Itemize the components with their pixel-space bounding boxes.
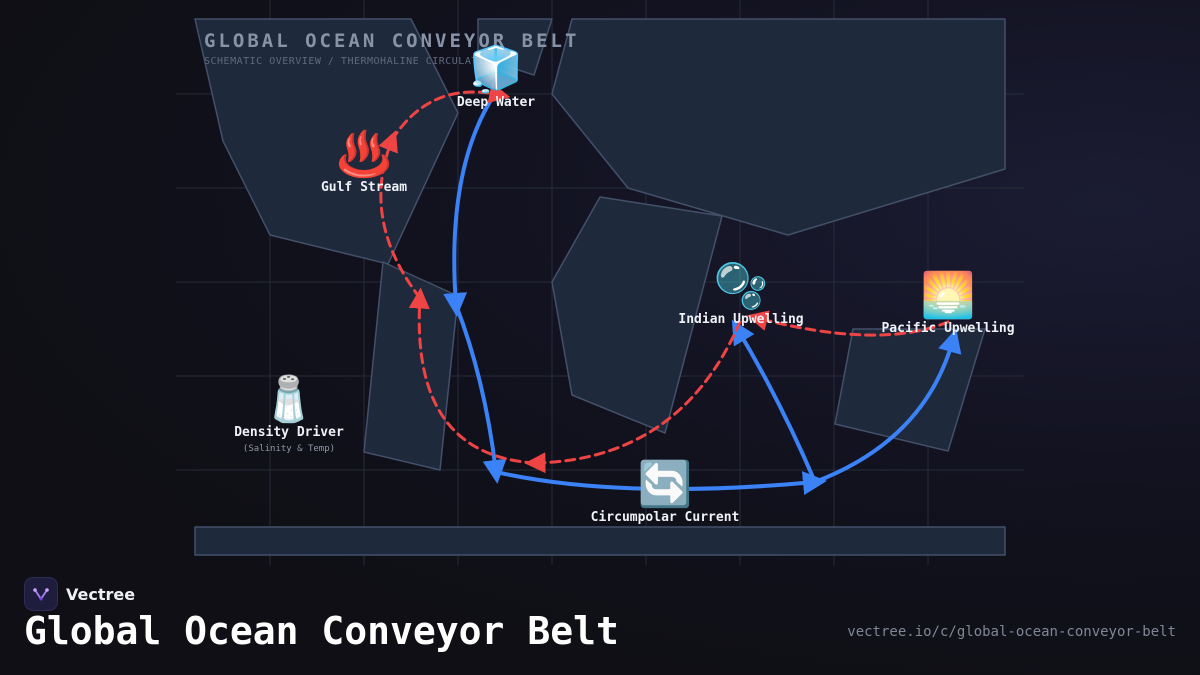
brand[interactable]: Vectree <box>24 577 135 611</box>
hot-springs-icon: ♨️ <box>336 129 392 180</box>
diagram-subtitle: SCHEMATIC OVERVIEW / THERMOHALINE CIRCUL… <box>204 56 498 67</box>
node-label: Density Driver <box>234 425 344 440</box>
deep-water-sinking-current <box>443 93 496 317</box>
indian-surface-southwest-current <box>524 320 742 474</box>
node-density-driver: 🧂 Density Driver (Salinity & Temp) <box>234 374 344 455</box>
node-sublabel: (Salinity & Temp) <box>242 444 336 454</box>
landmass-africa <box>551 196 723 434</box>
ice-cube-icon: 🧊 <box>468 44 524 95</box>
agulhas-return-current <box>408 287 537 465</box>
page-url-link[interactable]: vectree.io/c/global-ocean-conveyor-belt <box>847 624 1176 640</box>
landmass-eurasia <box>551 18 1006 236</box>
landmass-australia <box>834 328 986 452</box>
node-deep-water: 🧊 Deep Water <box>456 44 536 111</box>
landmass-antarctica <box>194 526 1006 556</box>
deep-atlantic-southward-current <box>454 303 507 484</box>
node-label: Deep Water <box>456 95 536 110</box>
node-label: Gulf Stream <box>320 180 408 195</box>
brand-name: Vectree <box>66 584 136 604</box>
pacific-surface-westward-current <box>746 310 950 337</box>
cycle-arrows-icon: 🔄 <box>637 459 693 510</box>
node-label: Pacific Upwelling <box>881 321 1015 336</box>
node-indian-upwelling: 🫧 Indian Upwelling <box>678 261 804 328</box>
pacific-deep-northward-current <box>813 328 962 484</box>
landmass-south-america <box>363 261 459 471</box>
node-gulf-stream: ♨️ Gulf Stream <box>320 129 408 196</box>
circumpolar-eastward-current <box>494 470 827 496</box>
north-atlantic-drift-current <box>390 82 511 142</box>
vectree-logo-icon <box>24 577 58 611</box>
indian-deep-northward-current <box>731 319 817 484</box>
node-pacific-upwelling: 🌅 Pacific Upwelling <box>881 270 1015 337</box>
sunrise-icon: 🌅 <box>920 270 976 321</box>
landmass-greenland <box>477 18 553 76</box>
node-label: Circumpolar Current <box>590 510 740 525</box>
node-label: Indian Upwelling <box>678 312 804 327</box>
bubbles-icon: 🫧 <box>713 261 769 312</box>
node-circumpolar-current: 🔄 Circumpolar Current <box>590 459 740 526</box>
page-title: Global Ocean Conveyor Belt <box>24 609 619 653</box>
salt-shaker-icon: 🧂 <box>261 374 317 425</box>
diagram-title: GLOBAL OCEAN CONVEYOR BELT <box>204 30 580 52</box>
atlantic-surface-northward-current <box>378 130 422 300</box>
